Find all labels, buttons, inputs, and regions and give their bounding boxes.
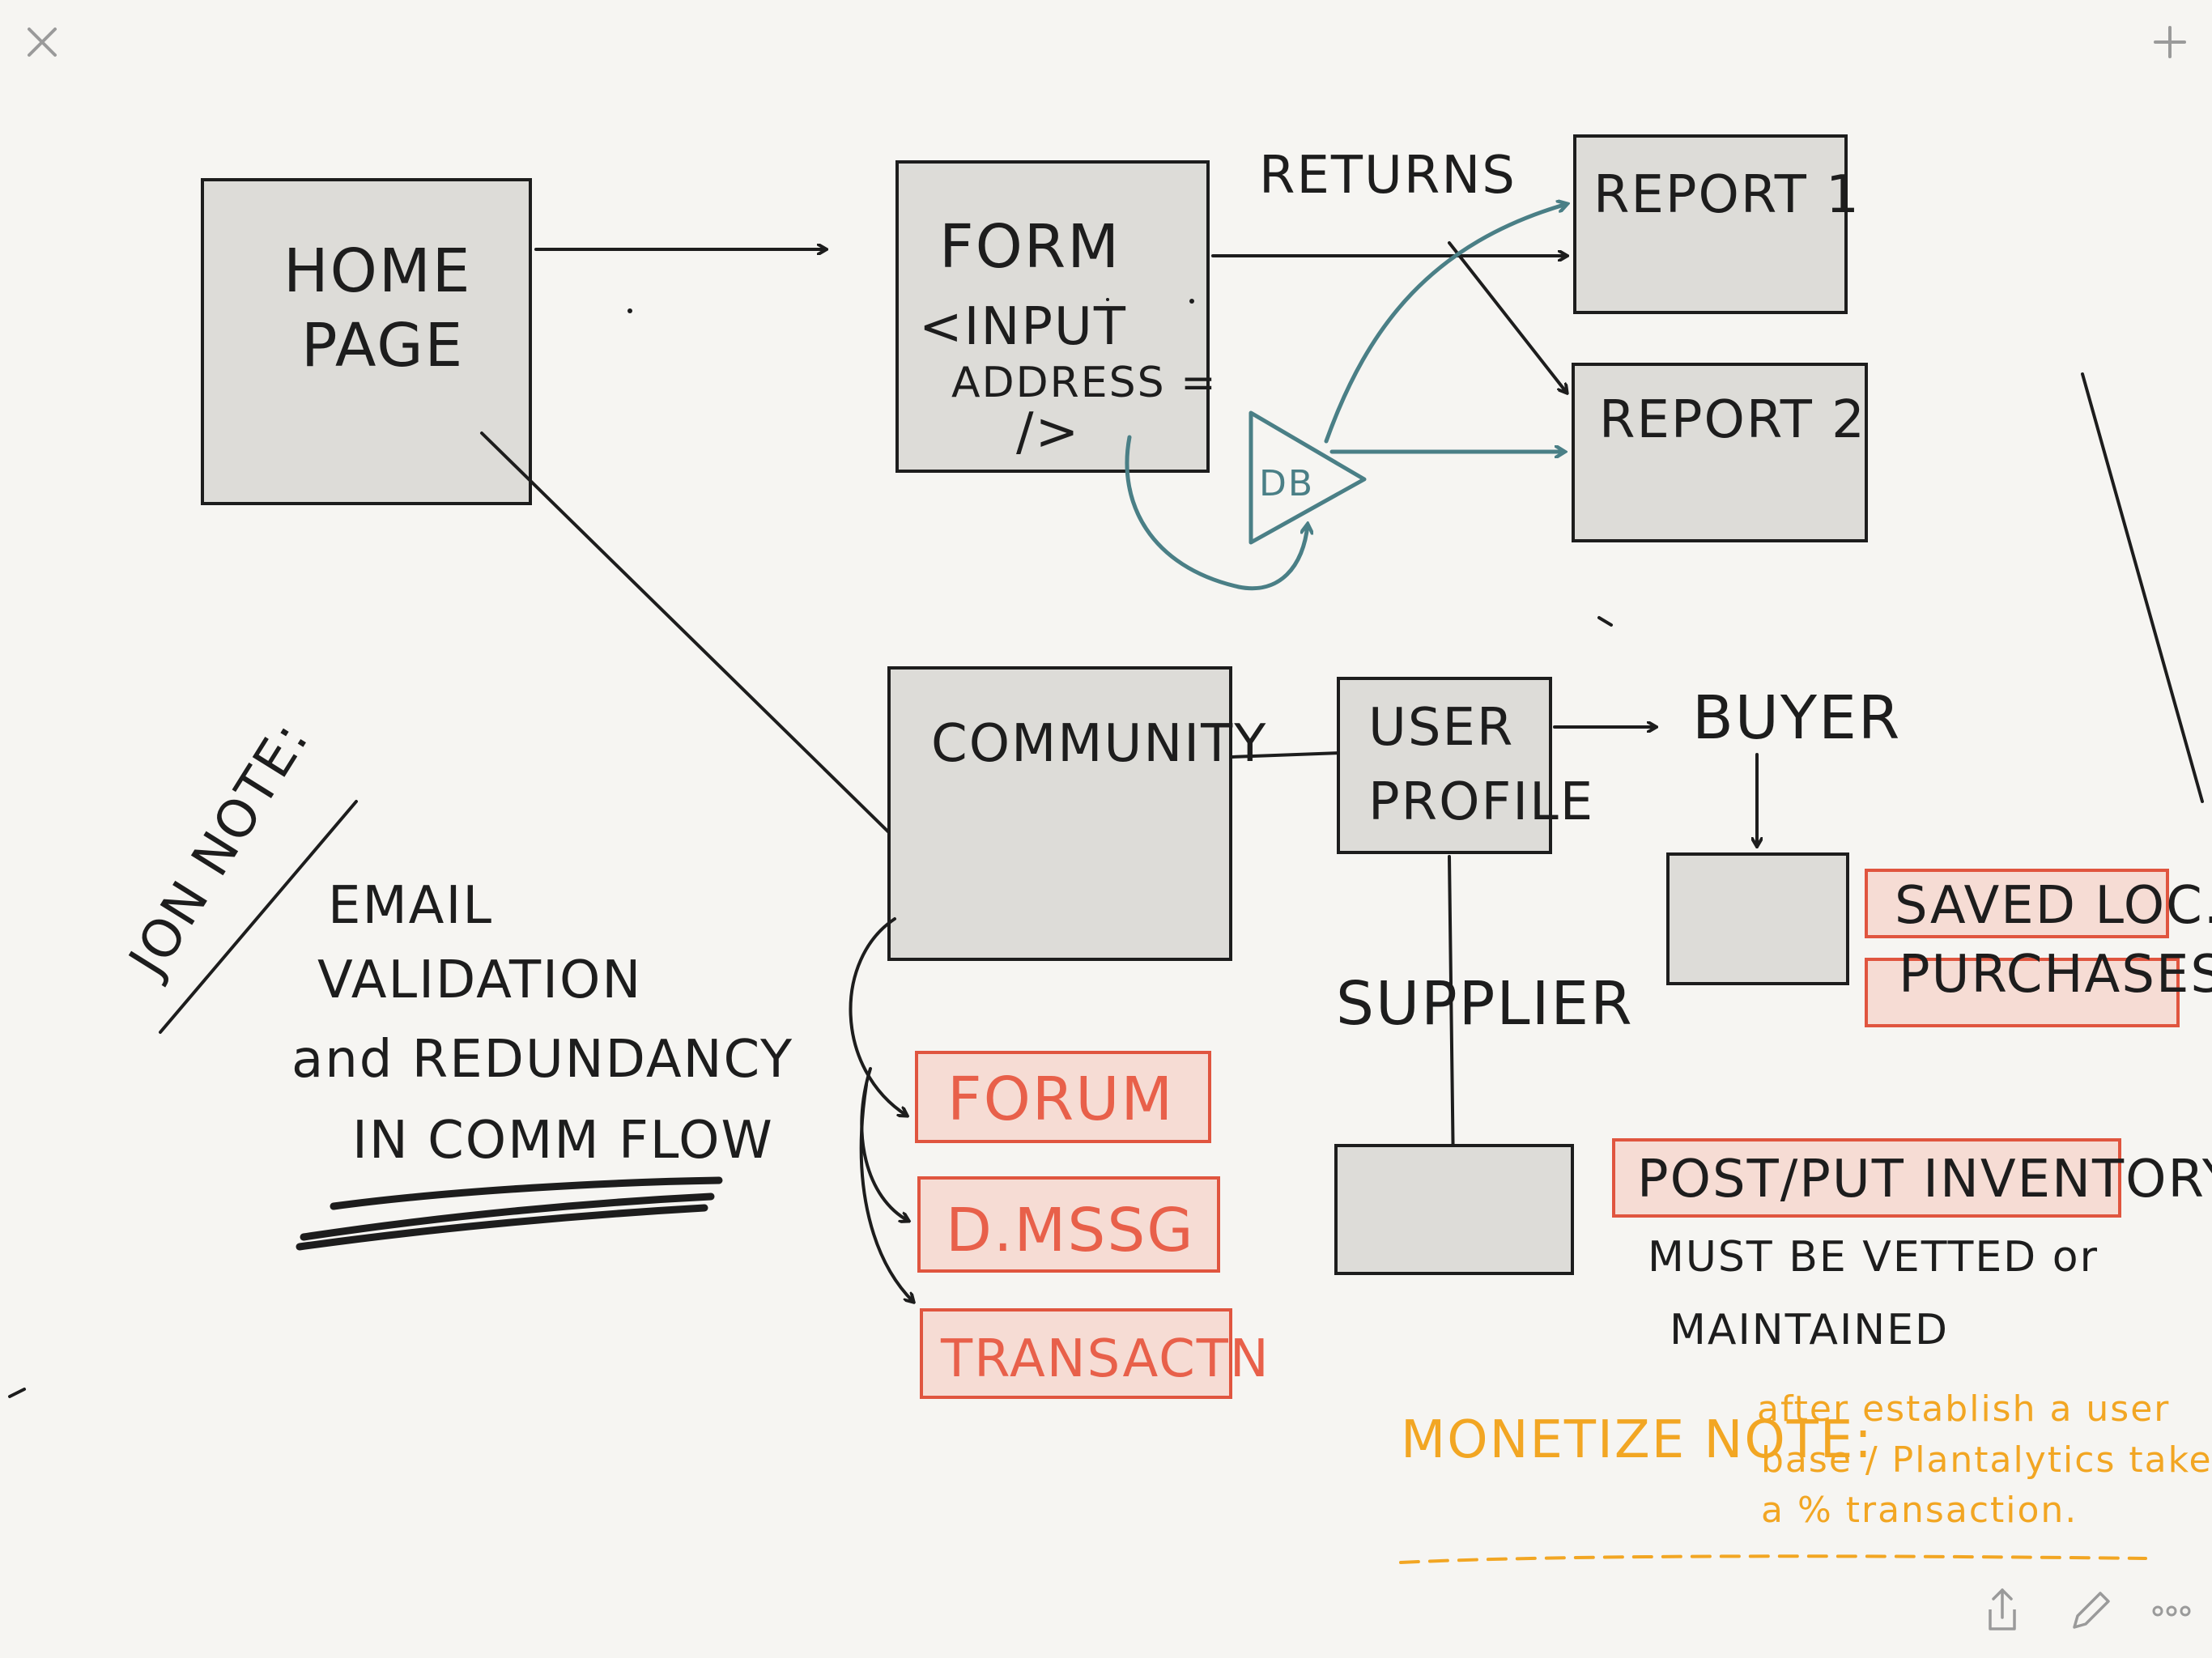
forum-label: FORUM: [947, 1065, 1174, 1134]
user-profile-box: USER PROFILE: [1337, 677, 1594, 854]
monetize-line1: after establish a user: [1757, 1388, 2170, 1430]
jon-note: JON NOTE: EMAIL VALIDATION and REDUNDANC…: [117, 711, 793, 1251]
db-label: DB: [1259, 463, 1314, 504]
community-box: COMMUNITY: [887, 666, 1267, 961]
report1-label: REPORT 1: [1593, 165, 1861, 225]
user-profile-line2: PROFILE: [1368, 772, 1594, 832]
report2-box: REPORT 2: [1572, 363, 1868, 542]
buyer-label: BUYER: [1692, 683, 1901, 753]
arrow-community-to-transaction: [859, 1083, 913, 1302]
supplier-label: SUPPLIER: [1336, 969, 1634, 1039]
user-profile-line1: USER: [1368, 698, 1514, 758]
transaction-label: TRANSACTN: [940, 1329, 1270, 1389]
monetize-line3: a % transaction.: [1761, 1490, 2078, 1531]
purchases-box: PURCHASES: [1865, 945, 2212, 1027]
arrow-community-to-forum: [849, 917, 907, 1116]
share-button[interactable]: [1989, 1588, 2016, 1630]
stray-mark-left: [8, 1388, 26, 1398]
home-page-label-line2: PAGE: [301, 311, 464, 380]
arrow-community-to-dmssg: [860, 1067, 908, 1221]
post-put-box: POST/PUT INVENTORY: [1612, 1138, 2212, 1218]
home-page-box: HOME PAGE: [201, 178, 532, 505]
monetize-line2: base / Plantalytics takes: [1761, 1439, 2212, 1481]
arrow-form-to-report2: [1448, 241, 1567, 393]
jon-note-label: JON NOTE:: [117, 711, 321, 989]
vetted-line2: MAINTAINED: [1670, 1306, 1949, 1354]
add-button[interactable]: [2154, 26, 2186, 58]
jon-note-line3: and REDUNDANCY: [291, 1030, 793, 1090]
arrow-profile-to-supplier: [1449, 855, 1453, 1174]
close-icon: [28, 28, 57, 57]
monetize-label: MONETIZE NOTE:: [1401, 1410, 1874, 1470]
saved-loc-label: SAVED LOC.: [1895, 876, 2212, 936]
jon-note-line2: VALIDATION: [317, 950, 642, 1010]
report1-box: REPORT 1: [1573, 134, 1861, 314]
right-edge-stroke: [2081, 372, 2204, 803]
plus-icon: [2154, 26, 2186, 58]
jon-note-line4: IN COMM FLOW: [352, 1111, 774, 1171]
arrow-form-to-db: [1125, 435, 1308, 591]
saved-loc-box: SAVED LOC.: [1865, 869, 2212, 938]
monetize-note: MONETIZE NOTE: after establish a user ba…: [1399, 1388, 2212, 1564]
monetize-cut-off-line: [1399, 1554, 2147, 1564]
jon-note-underline: [296, 1176, 723, 1251]
home-page-label-line1: HOME: [283, 236, 472, 306]
share-icon: [1989, 1588, 2016, 1630]
supplier-box: [1334, 1144, 1574, 1275]
community-label: COMMUNITY: [931, 714, 1267, 774]
db-node: DB: [1249, 410, 1367, 545]
returns-label: RETURNS: [1259, 146, 1516, 206]
transaction-box: TRANSACTN: [920, 1308, 1270, 1399]
stray-dot: [627, 308, 632, 313]
stray-dot: [1106, 298, 1109, 301]
arrow-db-to-report1: [1324, 204, 1567, 444]
stray-dot: [1189, 299, 1194, 304]
purchases-label: PURCHASES: [1899, 945, 2212, 1005]
stray-mark: [1597, 616, 1613, 627]
buyer-box: [1666, 852, 1849, 985]
forum-box: FORUM: [915, 1051, 1211, 1143]
vetted-line1: MUST BE VETTED or: [1648, 1233, 2099, 1282]
report2-label: REPORT 2: [1599, 390, 1866, 450]
form-line3: />: [1016, 402, 1080, 462]
jon-note-slash: [159, 800, 358, 1034]
connector-community-to-profile: [1231, 751, 1342, 759]
post-put-label: POST/PUT INVENTORY: [1637, 1150, 2212, 1209]
dmssg-box: D.MSSG: [917, 1176, 1220, 1273]
dmssg-label: D.MSSG: [946, 1196, 1195, 1265]
more-icon: [2152, 1605, 2191, 1617]
pencil-icon: [2073, 1592, 2110, 1629]
close-button[interactable]: [28, 28, 57, 57]
jon-note-line1: EMAIL: [328, 876, 493, 936]
more-button[interactable]: [2152, 1605, 2191, 1617]
form-line2: ADDRESS =: [951, 359, 1218, 407]
form-title: FORM: [939, 212, 1121, 282]
arrow-home-to-community: [480, 432, 903, 846]
edit-button[interactable]: [2073, 1592, 2110, 1629]
form-box: FORM <INPUT ADDRESS = />: [895, 160, 1218, 473]
form-line1: <INPUT: [919, 297, 1127, 357]
